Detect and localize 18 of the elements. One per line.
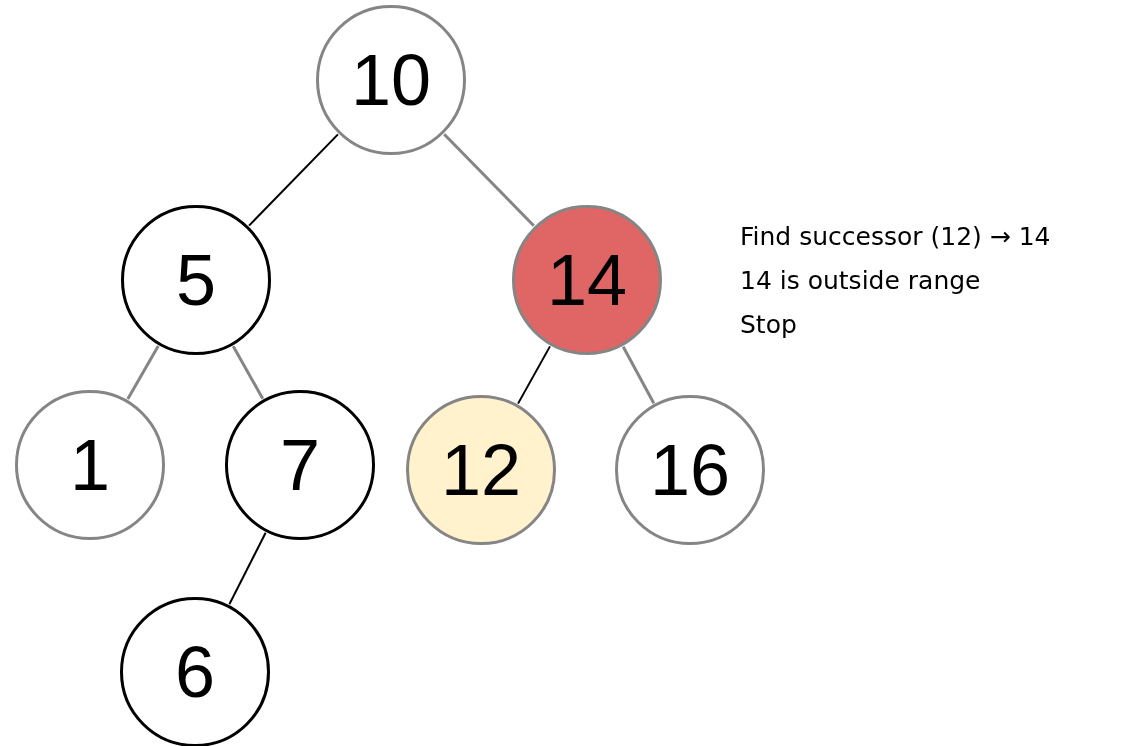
note-text: Stop <box>740 310 797 340</box>
node-value: 12 <box>440 434 522 506</box>
tree-edge <box>126 345 160 400</box>
tree-edge <box>443 133 535 227</box>
node-value: 6 <box>174 636 215 708</box>
tree-edge <box>228 531 267 606</box>
node-value: 16 <box>649 434 731 506</box>
tree-edge <box>231 345 265 400</box>
note-text: 14 is outside range <box>740 266 981 296</box>
node-value: 1 <box>69 429 110 501</box>
node-value: 14 <box>546 244 628 316</box>
tree-edge <box>517 345 551 405</box>
node-value: 10 <box>350 44 432 116</box>
tree-edge <box>248 133 339 227</box>
note-text: Find successor (12) → 14 <box>740 222 1051 252</box>
tree-edge <box>621 346 656 404</box>
node-value: 5 <box>175 244 216 316</box>
node-value: 7 <box>279 429 320 501</box>
